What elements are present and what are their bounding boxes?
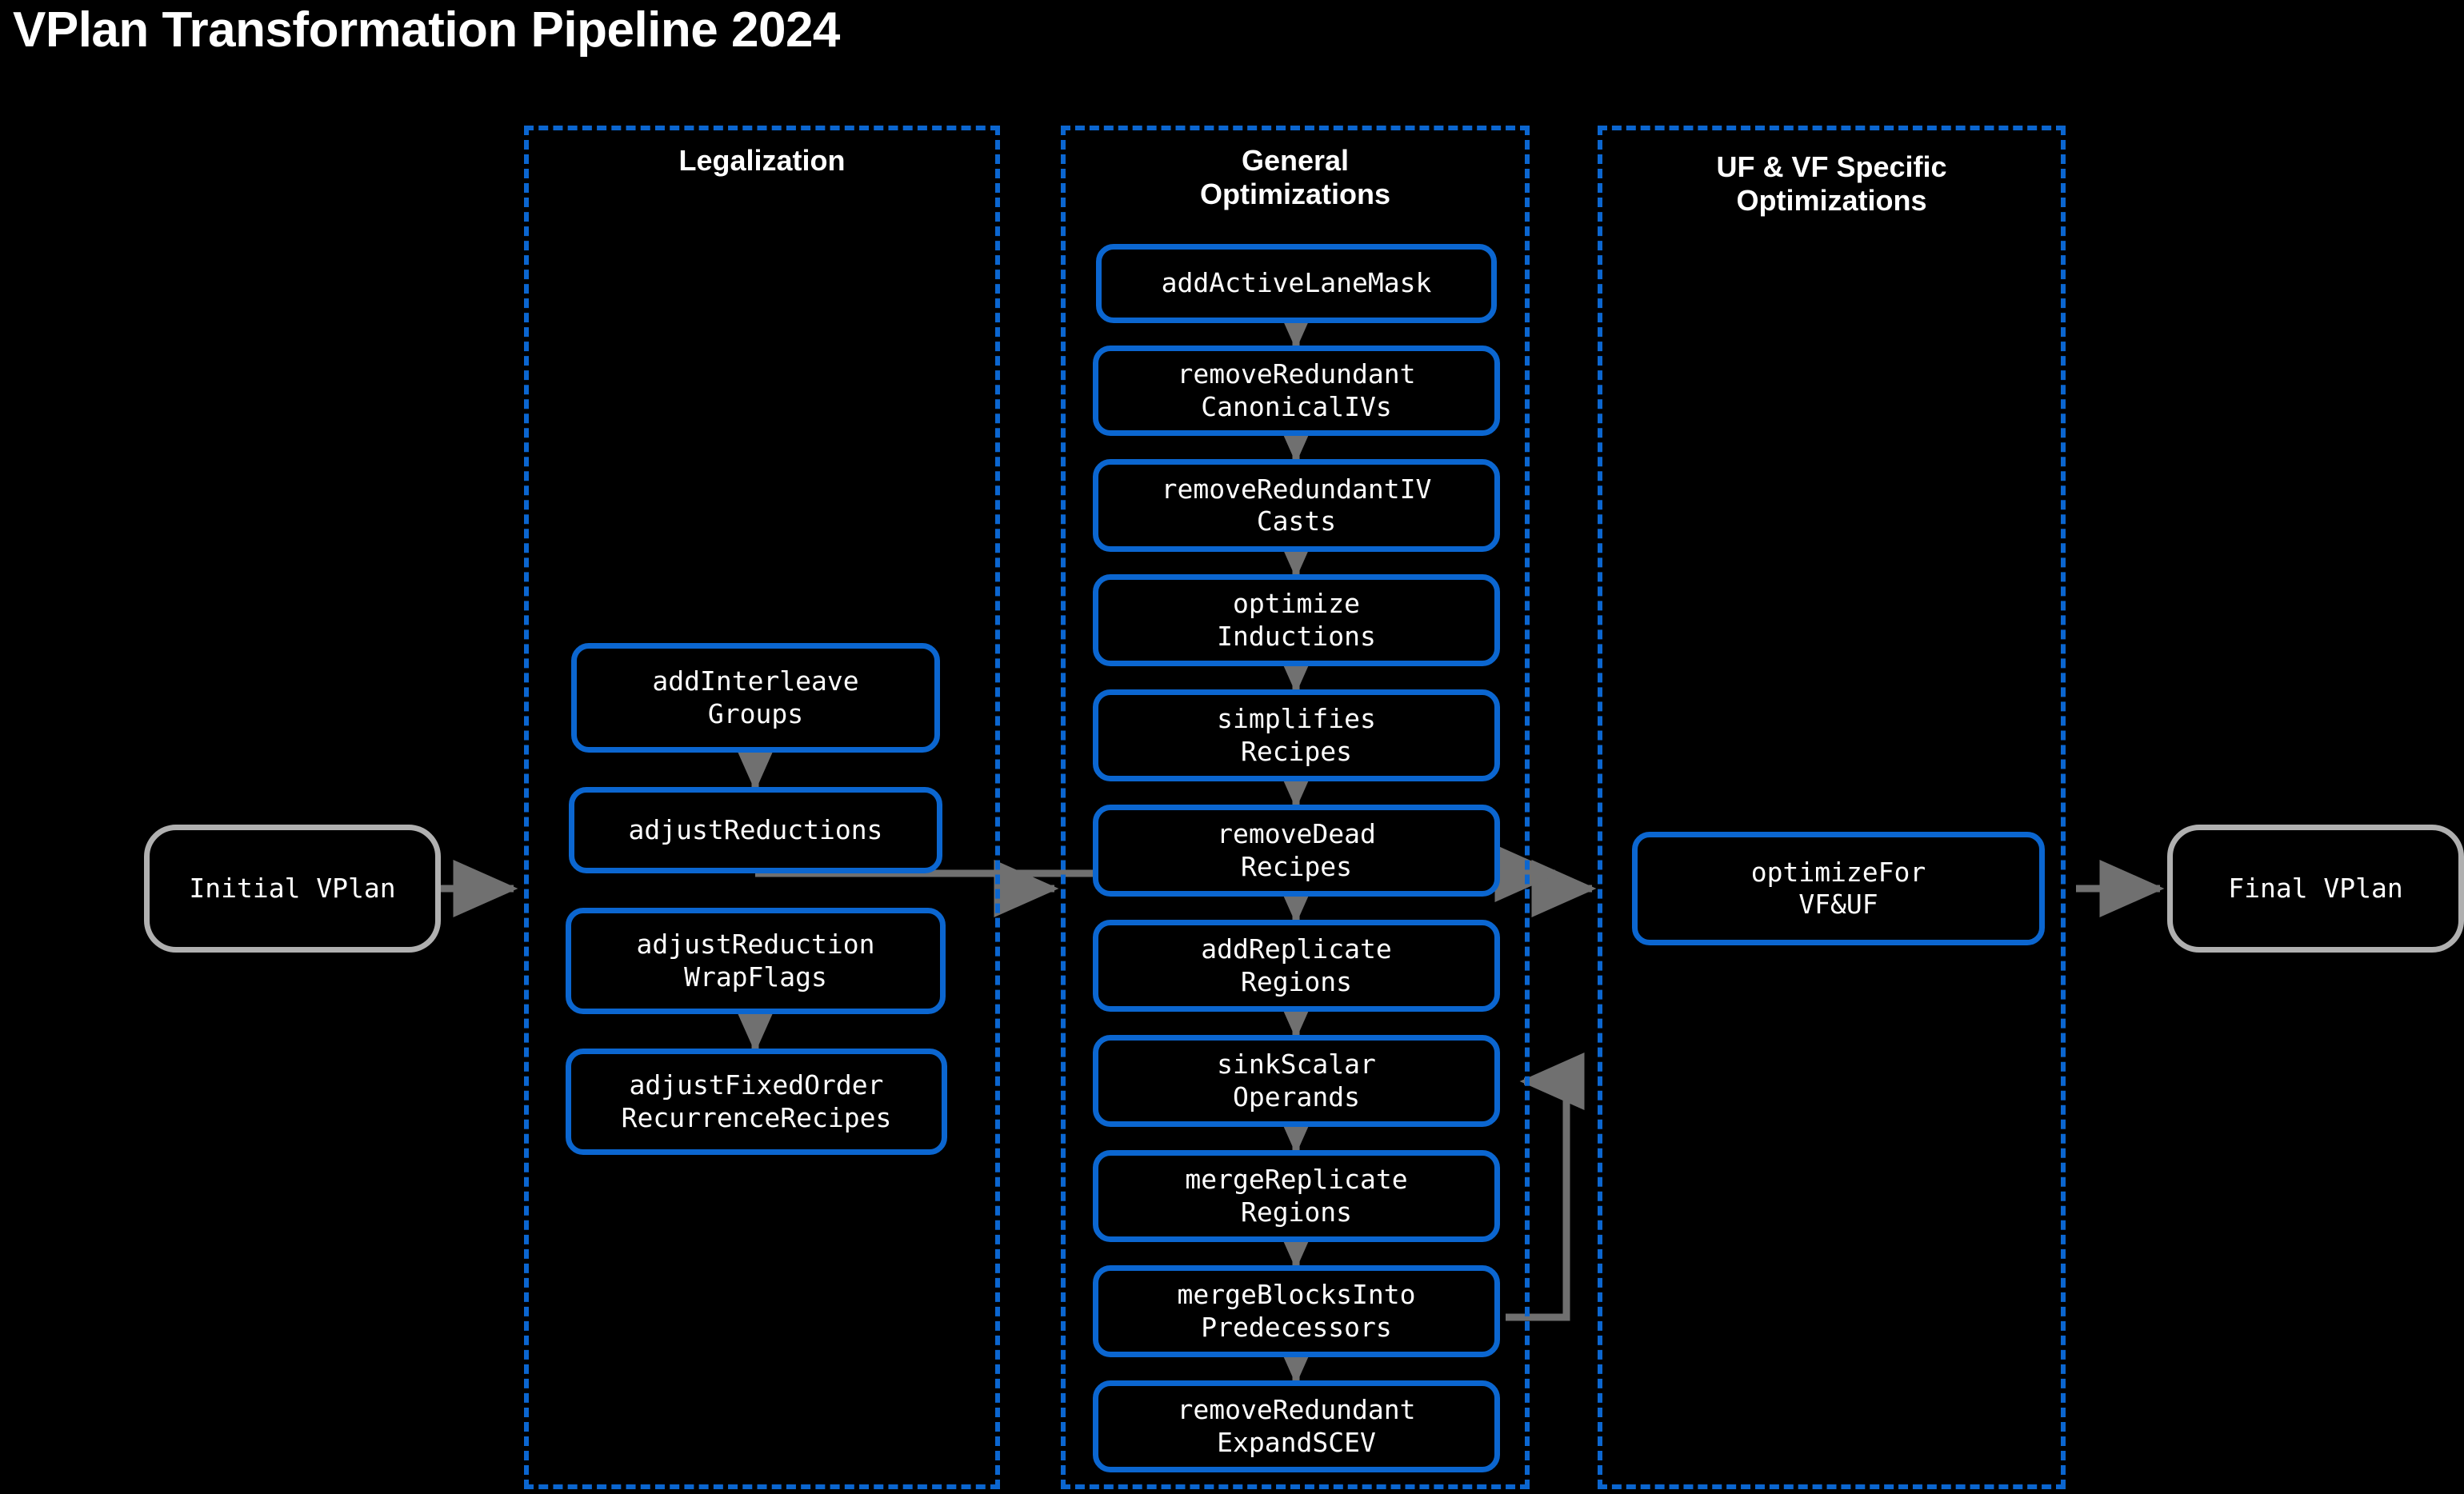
node-optimizeforvfuf[interactable]: optimizeFor VF&UF	[1632, 832, 2045, 945]
node-addinterleavegroups[interactable]: addInterleave Groups	[571, 643, 940, 753]
cluster-general-optimizations-title: General Optimizations	[1199, 144, 1390, 210]
node-optimizeinductions[interactable]: optimize Inductions	[1093, 574, 1500, 666]
node-removeredundantcanonicalivs[interactable]: removeRedundant CanonicalIVs	[1093, 346, 1500, 436]
node-adjustreductionwrapflags[interactable]: adjustReduction WrapFlags	[566, 908, 946, 1014]
cluster-legalization	[524, 126, 1000, 1489]
node-sinkscalaroperands[interactable]: sinkScalar Operands	[1093, 1035, 1500, 1127]
node-removedeadrecipes[interactable]: removeDead Recipes	[1093, 805, 1500, 897]
node-initial-vplan[interactable]: Initial VPlan	[144, 825, 441, 953]
node-addreplicateregions[interactable]: addReplicate Regions	[1093, 920, 1500, 1012]
cluster-uf-vf-specific-optimizations	[1598, 126, 2066, 1489]
cluster-legalization-title: Legalization	[678, 144, 846, 177]
node-simplifiesrecipes[interactable]: simplifies Recipes	[1093, 689, 1500, 781]
node-adjustfixedorderrecurrencerecipes[interactable]: adjustFixedOrder RecurrenceRecipes	[566, 1049, 947, 1155]
page-title: VPlan Transformation Pipeline 2024	[13, 2, 840, 58]
node-adjustreductions[interactable]: adjustReductions	[569, 787, 942, 873]
cluster-general-optimizations	[1061, 126, 1530, 1489]
node-removeredundantexpandscev[interactable]: removeRedundant ExpandSCEV	[1093, 1380, 1500, 1472]
node-mergeblocksintopredecessors[interactable]: mergeBlocksInto Predecessors	[1093, 1265, 1500, 1357]
cluster-uf-vf-specific-optimizations-title: UF & VF Specific Optimizations	[1716, 150, 1947, 217]
node-addactivelanemask[interactable]: addActiveLaneMask	[1096, 244, 1497, 323]
node-final-vplan[interactable]: Final VPlan	[2167, 825, 2464, 953]
node-mergereplicateregions[interactable]: mergeReplicate Regions	[1093, 1150, 1500, 1242]
node-removeredundantivcasts[interactable]: removeRedundantIV Casts	[1093, 459, 1500, 552]
